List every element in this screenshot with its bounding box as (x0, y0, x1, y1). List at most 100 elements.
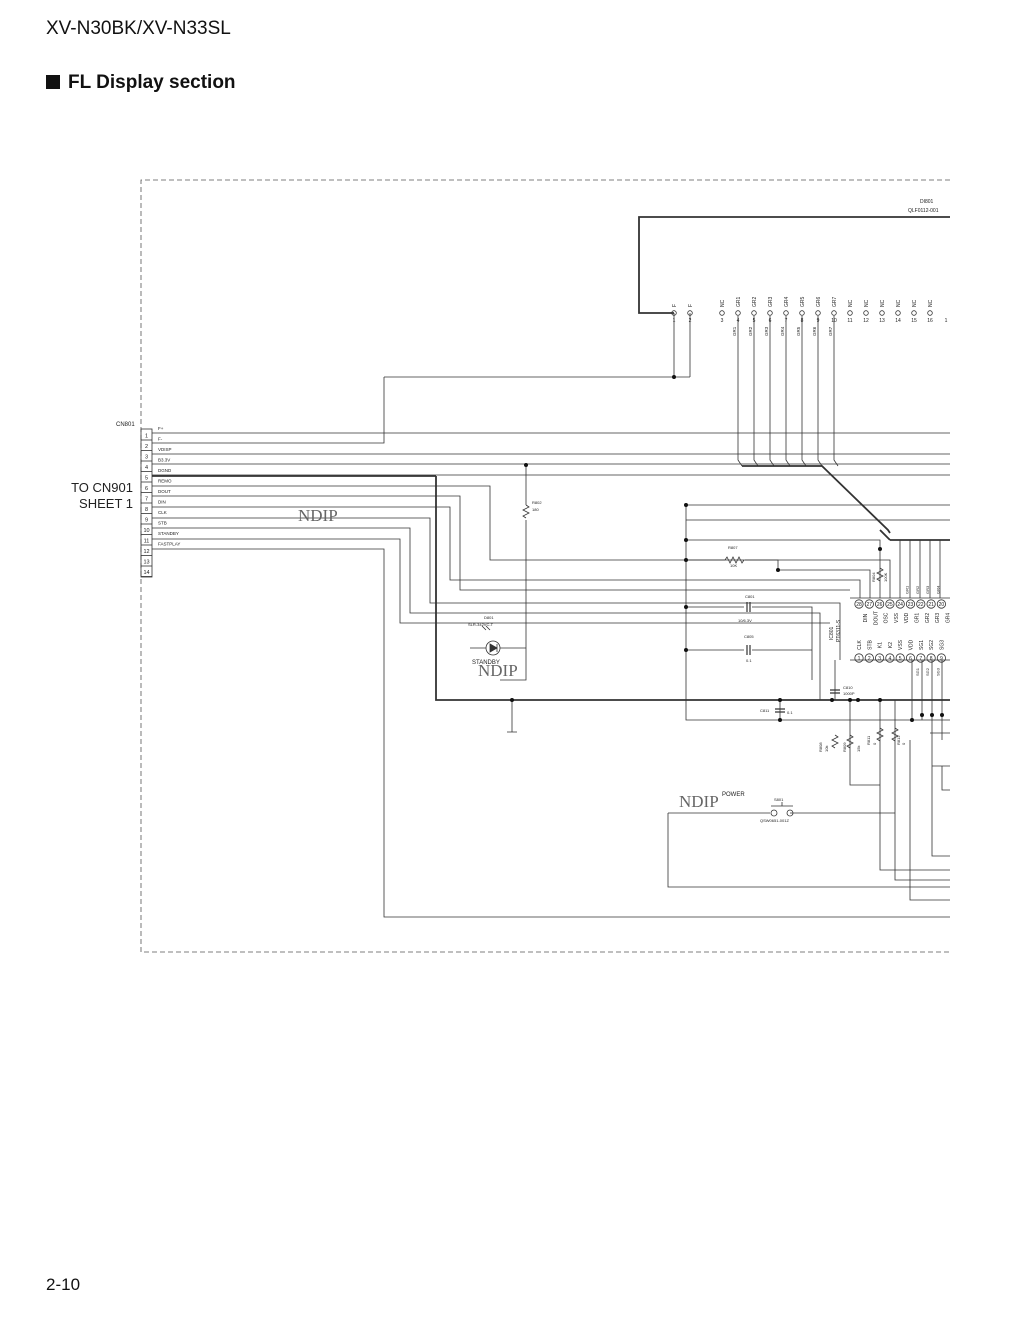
led-d801: D801 SLR-342VC-T STANDBY (468, 615, 526, 666)
grid-line (769, 316, 775, 467)
r804-ref: R804 (871, 572, 876, 582)
ic-pin-number: 24 (897, 602, 903, 608)
junction-dot (920, 713, 924, 717)
c801-value: 10/6.3V (738, 618, 752, 623)
ic-pin (885, 599, 895, 609)
display-part: QLF0112-001 (908, 208, 939, 214)
ic-pin (864, 599, 874, 609)
ic-pin-name: K1 (878, 642, 884, 648)
ic-pin-number: 26 (877, 602, 883, 608)
ic-pin-number: 6 (909, 656, 912, 662)
display-pin-name: GR4 (784, 297, 790, 308)
model-number: XV-N30BK/XV-N33SL (46, 18, 231, 39)
ic-pin (936, 599, 947, 609)
r802-ref: R802 (532, 500, 542, 505)
display-pin-number: 1 (945, 318, 948, 324)
grid-net-label: GR5 (796, 326, 801, 336)
ic-pin-number: 22 (918, 602, 924, 608)
ic-pin-number: 20 (939, 602, 945, 608)
ic-pin (905, 599, 916, 609)
grid-net-label: GR6 (812, 326, 817, 336)
connector-pin-number: 8 (145, 507, 148, 513)
r802-value: 180 (532, 507, 539, 512)
d801-label: STANDBY (472, 660, 500, 666)
display-pin-number: 13 (879, 318, 885, 324)
connector-pin-number: 2 (145, 444, 148, 450)
ic-net-label: GR1 (905, 585, 910, 594)
display-pin (927, 310, 933, 316)
r809-value: 15k (856, 746, 861, 752)
ic-ref: IC801 (829, 626, 835, 640)
ic-pin-number: 21 (928, 602, 934, 608)
ic-pin (864, 653, 874, 663)
connector-signal-label: F- (158, 437, 163, 442)
watermark-2: NDIP (478, 661, 518, 680)
ic-pin-number: 9 (940, 656, 943, 662)
grid-line (817, 316, 823, 467)
ic-pin-number: 28 (856, 602, 862, 608)
ic-pin-name: GR3 (935, 613, 941, 624)
grid-net-label: GR4 (780, 326, 785, 336)
ic801: IC801 PT6311-S (829, 597, 950, 661)
section-title-text: FL Display section (68, 72, 236, 93)
junction-dot (684, 503, 688, 507)
display-pin-name: GR5 (800, 297, 806, 308)
junction-dot (940, 713, 944, 717)
ic-pin-name: DOUT (873, 611, 879, 625)
ic-pin-name: DIN (863, 613, 869, 622)
display-pin (719, 310, 725, 316)
ic-pin (926, 653, 936, 663)
junction-dot (930, 713, 934, 717)
grid-net-label: GR2 (748, 326, 753, 336)
connector-signal-label: F+ (158, 426, 164, 431)
grid-line (801, 316, 807, 467)
ic-pin (895, 653, 905, 663)
connector-signal-label: VDISP (158, 447, 172, 452)
display-pin-name: GR2 (752, 297, 758, 308)
connector-ref: CN801 (116, 422, 135, 428)
ic-pin (905, 653, 916, 663)
junction-dot (684, 558, 688, 562)
grid-line (737, 316, 743, 467)
connector-signal-label: STB (158, 521, 167, 526)
connector-pin-number: 11 (144, 539, 150, 545)
display-pin-name: NC (896, 299, 902, 307)
to-label-line1: TO CN901 (71, 480, 133, 495)
capacitor-c801: C801 10/6.3V (738, 594, 755, 623)
ic-pin (874, 599, 885, 609)
ic-pin-name: K2 (888, 642, 894, 648)
watermark-1: NDIP (298, 506, 338, 525)
display-pin (863, 310, 869, 316)
ic-pin-name: CLK (857, 639, 863, 649)
grid-bus-trunk (742, 465, 891, 534)
junction-dot (684, 538, 688, 542)
display-pin-name: F (688, 304, 694, 307)
display-pin (879, 310, 885, 316)
display-pin (799, 310, 805, 316)
grid-net-label: GR1 (732, 326, 737, 336)
d801-ref: D801 (484, 615, 494, 620)
display-pin-number: 11 (847, 318, 852, 324)
ic-pin-number: 3 (878, 656, 881, 662)
ic-pin-name: SG2 (929, 640, 935, 650)
s801-label: POWER (722, 792, 745, 798)
ic-pin-number: 25 (887, 602, 893, 608)
ic-pin-name: GR2 (925, 613, 931, 624)
junction-dot (856, 698, 860, 702)
c801-ref: C801 (745, 594, 755, 599)
display-pin (911, 310, 917, 316)
display-pin-name: NC (864, 299, 870, 307)
display-pin (783, 310, 789, 316)
ic-pin-name: GR1 (915, 613, 921, 624)
display-pin (895, 310, 901, 316)
ic-net-label: GR2 (915, 585, 920, 594)
capacitor-c810: C810 1000P (830, 685, 855, 696)
d801-part: SLR-342VC-T (468, 622, 494, 627)
resistor-r812: R812 0 (891, 727, 906, 745)
ic-pin-number: 1 (858, 656, 861, 662)
display-pin (751, 310, 757, 316)
junction-dot (672, 375, 676, 379)
connector-pin-number: 6 (145, 486, 148, 492)
display-pin-number: 3 (721, 318, 724, 324)
